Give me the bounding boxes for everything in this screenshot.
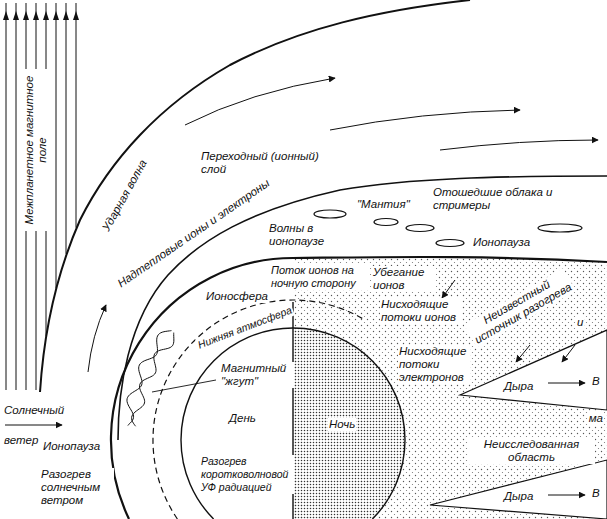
- label-text: Магнитный "жгут": [220, 362, 294, 388]
- rope-strand: [132, 333, 174, 427]
- rope-strand: [127, 331, 172, 426]
- label-text: Дыра: [503, 490, 534, 503]
- ionopause: [111, 257, 607, 519]
- field-line: [76, 3, 77, 228]
- field-arrowhead: [33, 11, 39, 20]
- label-text: Разогрев солнечным ветром: [40, 468, 114, 507]
- label-text: День: [228, 412, 257, 425]
- label-text: Поток ионов на ночную сторону: [270, 264, 370, 290]
- label-text: ма: [588, 412, 604, 425]
- detached-clouds: [314, 210, 582, 247]
- label-text: Дыра: [503, 380, 534, 393]
- field-line: [56, 3, 57, 288]
- label-text: и: [576, 316, 584, 329]
- label-text: Переходный (ионный) слой: [200, 150, 347, 176]
- night-ionosphere: [293, 257, 607, 519]
- field-line: [66, 3, 67, 254]
- leader-line: [152, 380, 216, 392]
- planet-night: [293, 328, 405, 519]
- label-text: Межпланетное магнитное поле: [23, 69, 49, 231]
- label-text: Неизвестный источник разогрева: [464, 268, 576, 348]
- label-text: Ночь: [328, 418, 356, 431]
- label-text: Отошедшие облака и стримеры: [432, 186, 554, 212]
- field-arrowhead: [43, 11, 49, 20]
- lower-atmosphere: [153, 300, 365, 519]
- mantle-boundary: [118, 176, 607, 440]
- field-arrowhead: [3, 11, 9, 20]
- magnetic-field-lines: [3, 3, 79, 390]
- label-text: Убегание ионов: [372, 266, 436, 292]
- label-text: В: [591, 375, 601, 388]
- field-arrowhead: [53, 11, 59, 20]
- label-text: "Мантия": [356, 198, 411, 211]
- hole: [430, 460, 607, 519]
- flow-arrows: [5, 78, 598, 495]
- field-line: [16, 3, 17, 390]
- label-text: Нисходящие потоки электронов: [398, 345, 470, 384]
- label-text: Ионосфера: [205, 290, 269, 303]
- field-arrowhead: [63, 11, 69, 20]
- label-text: Разогрев коротковолновой УФ радиацией: [200, 455, 294, 494]
- label-text: Ионопауза: [472, 236, 531, 249]
- magnetic-rope: [127, 331, 174, 427]
- label-text: Нисходящие потоки ионов: [380, 298, 462, 324]
- label-text: Ионопауза: [42, 440, 101, 453]
- field-arrowhead: [13, 11, 19, 20]
- label-text: Надтепловые ионы и электроны: [114, 176, 273, 291]
- shock-wave: [40, 0, 470, 392]
- label-text: В: [591, 487, 601, 500]
- label-text: Нижняя атмосфера: [195, 303, 295, 352]
- field-arrowhead: [23, 11, 29, 20]
- field-line: [6, 3, 7, 390]
- label-text: Волны в ионопаузе: [268, 222, 350, 248]
- field-arrowhead: [73, 11, 79, 20]
- label-text: Ударная волна: [99, 156, 150, 234]
- label-text: Неисследованная область: [468, 438, 595, 464]
